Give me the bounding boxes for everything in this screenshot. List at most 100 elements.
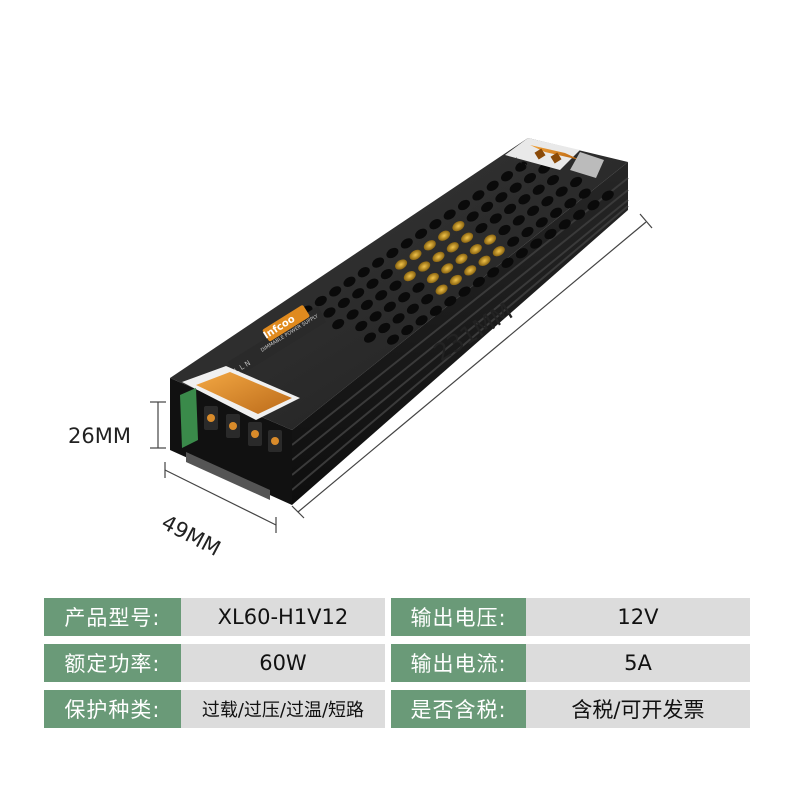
- spec-key: 保护种类:: [44, 690, 181, 728]
- vent-hole: [392, 313, 405, 324]
- vent-hole: [464, 265, 477, 276]
- vent-hole: [532, 184, 545, 195]
- spec-table: 产品型号: XL60-H1V12 输出电压: 12V 额定功率: 60W 输出电…: [44, 598, 750, 736]
- vent-hole: [558, 219, 571, 230]
- vent-hole: [398, 292, 411, 303]
- vent-hole: [369, 311, 382, 322]
- vent-hole: [323, 307, 336, 318]
- vent-hole: [492, 246, 505, 257]
- vent-hole: [401, 324, 414, 336]
- spec-row: 额定功率: 60W 输出电流: 5A: [44, 644, 750, 682]
- vent-hole: [455, 253, 468, 264]
- vent-hole: [530, 238, 543, 249]
- ventilation-holes: [300, 161, 614, 345]
- vent-hole: [535, 217, 548, 228]
- vent-hole: [546, 174, 560, 186]
- vent-hole: [550, 207, 563, 218]
- spec-value: 60W: [180, 644, 386, 682]
- spec-value: 含税/可开发票: [525, 690, 750, 728]
- vent-hole: [527, 205, 540, 216]
- vent-hole: [541, 196, 554, 207]
- cooling-fins: [291, 177, 629, 491]
- vent-hole: [489, 213, 502, 224]
- spec-key: 额定功率:: [44, 644, 181, 682]
- vent-hole: [329, 286, 342, 297]
- vent-hole: [395, 259, 408, 270]
- vent-hole: [438, 230, 451, 241]
- vent-hole: [504, 203, 517, 215]
- vent-hole: [523, 172, 537, 184]
- spec-value: 过载/过压/过温/短路: [180, 690, 386, 728]
- vent-hole: [498, 224, 511, 236]
- vent-hole: [475, 222, 488, 234]
- vent-hole: [544, 228, 557, 240]
- output-terminal-block: + - + -: [505, 138, 604, 178]
- vent-hole: [487, 267, 500, 278]
- vent-hole: [458, 286, 471, 297]
- input-terminal-block: [180, 366, 300, 452]
- vent-hole: [314, 295, 327, 307]
- housing-end-face: [170, 378, 292, 505]
- vent-hole: [515, 248, 528, 259]
- vent-hole: [375, 290, 388, 301]
- vent-hole: [357, 267, 370, 278]
- vent-hole: [518, 194, 531, 205]
- dimension-height-label: 26MM: [68, 424, 131, 448]
- vent-hole: [409, 249, 422, 261]
- vent-hole: [472, 276, 485, 288]
- brand-badge: [262, 305, 310, 342]
- vent-hole: [415, 315, 428, 326]
- vent-hole: [415, 228, 428, 239]
- vent-hole: [501, 257, 514, 268]
- vent-hole: [446, 242, 459, 253]
- vent-hole: [449, 274, 462, 286]
- vent-hole: [601, 190, 614, 201]
- vent-hole: [443, 209, 456, 220]
- vent-hole: [441, 263, 454, 274]
- vent-hole: [452, 220, 465, 232]
- vent-hole: [587, 200, 600, 211]
- vent-hole: [380, 268, 393, 280]
- vent-hole: [478, 255, 491, 266]
- vent-hole: [432, 251, 445, 263]
- spec-row: 产品型号: XL60-H1V12 输出电压: 12V: [44, 598, 750, 636]
- vent-hole: [573, 209, 586, 220]
- spec-key: 输出电压:: [391, 598, 526, 636]
- vent-hole: [337, 297, 350, 309]
- vent-hole: [512, 215, 525, 226]
- vent-hole: [495, 192, 508, 203]
- vent-hole: [421, 294, 434, 305]
- spec-value: 5A: [525, 644, 750, 682]
- vent-hole: [366, 278, 379, 289]
- vent-hole: [515, 161, 528, 172]
- vent-hole: [363, 332, 377, 343]
- vent-hole: [412, 282, 425, 293]
- vent-hole: [429, 219, 442, 230]
- vent-hole: [486, 180, 499, 191]
- vent-hole: [346, 309, 359, 320]
- vent-hole: [457, 199, 471, 211]
- vent-hole: [500, 171, 514, 182]
- spec-value: XL60-H1V12: [180, 598, 386, 636]
- vent-hole: [403, 270, 416, 282]
- vent-hole: [555, 186, 568, 197]
- vent-hole: [423, 240, 436, 251]
- vent-hole: [570, 176, 583, 188]
- vent-hole: [343, 276, 356, 287]
- vent-hole: [426, 272, 439, 284]
- vent-hole: [509, 182, 522, 193]
- vent-hole: [484, 234, 497, 245]
- vent-hole: [507, 236, 520, 247]
- vent-hole: [578, 188, 591, 199]
- vent-hole: [466, 211, 479, 222]
- spec-key: 产品型号:: [44, 598, 181, 636]
- vent-hole: [352, 288, 365, 299]
- vent-hole: [372, 257, 385, 268]
- vent-hole: [400, 238, 413, 249]
- spec-value: 12V: [525, 598, 750, 636]
- vent-hole: [429, 305, 442, 316]
- spec-key: 是否含税:: [391, 690, 526, 728]
- vent-hole: [386, 247, 399, 259]
- vent-hole: [389, 280, 402, 291]
